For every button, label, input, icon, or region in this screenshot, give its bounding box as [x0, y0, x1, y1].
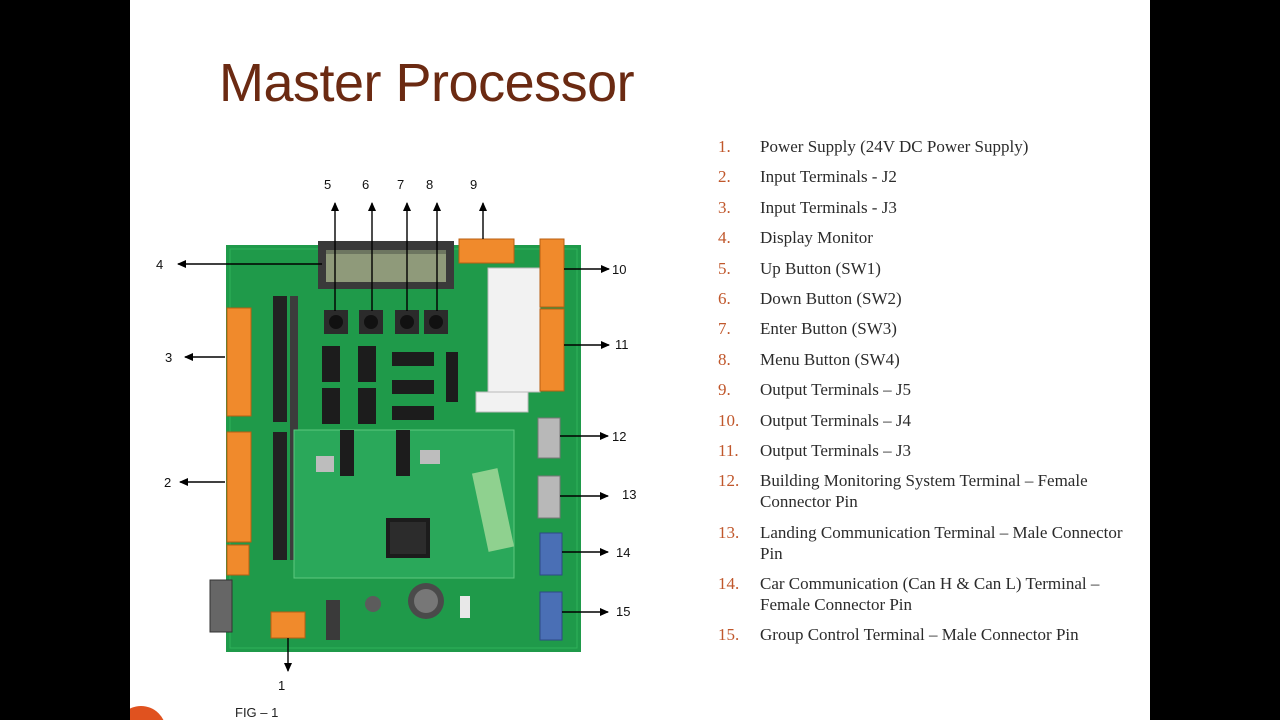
list-item: 7. Enter Button (SW3) — [718, 318, 1128, 339]
callout-label-3: 3 — [165, 350, 172, 365]
list-item: 9. Output Terminals – J5 — [718, 379, 1128, 400]
list-item: 3. Input Terminals - J3 — [718, 197, 1128, 218]
list-item-number: 11. — [718, 440, 739, 460]
input-terminals — [226, 307, 252, 576]
list-item: 6. Down Button (SW2) — [718, 288, 1128, 309]
list-item-number: 12. — [718, 471, 740, 491]
list-item-text: Input Terminals - J3 — [760, 197, 897, 217]
list-item: 2. Input Terminals - J2 — [718, 166, 1128, 187]
master-processor-diagram: 1 2 3 4 5 6 7 8 9 10 11 12 13 14 15 — [156, 177, 636, 693]
relays — [475, 267, 541, 413]
list-item: 8. Menu Button (SW4) — [718, 349, 1128, 370]
callout-labels: 1 2 3 4 5 6 7 8 9 10 11 12 13 14 15 — [156, 177, 636, 693]
callout-label-15: 15 — [616, 604, 630, 619]
list-item-number: 6. — [718, 288, 731, 308]
list-item-text: Input Terminals - J2 — [760, 167, 897, 187]
push-buttons — [324, 310, 448, 334]
bottom-components — [270, 583, 470, 640]
callout-label-8: 8 — [426, 177, 433, 192]
list-item: 15. Group Control Terminal – Male Connect… — [718, 624, 1128, 645]
callout-label-1: 1 — [278, 678, 285, 693]
output-terminals — [539, 238, 565, 392]
daughter-board — [293, 429, 515, 579]
db9-connectors — [209, 417, 563, 641]
list-item: 1. Power Supply (24V DC Power Supply) — [718, 136, 1128, 157]
callout-label-14: 14 — [616, 545, 630, 560]
list-item-number: 1. — [718, 137, 731, 156]
callout-label-5: 5 — [324, 177, 331, 192]
callout-label-7: 7 — [397, 177, 404, 192]
list-item-text: Menu Button (SW4) — [760, 349, 900, 369]
list-item: 14. Car Communication (Can H & Can L) Ter… — [718, 573, 1128, 615]
output-terminal-j5 — [458, 238, 515, 264]
pcb-board — [209, 238, 581, 652]
list-item-number: 9. — [718, 380, 731, 400]
callout-label-9: 9 — [470, 177, 477, 192]
list-item-text: Building Monitoring System Terminal – Fe… — [760, 471, 1088, 512]
callout-arrows — [177, 202, 610, 672]
list-item-text: Output Terminals – J4 — [760, 410, 912, 430]
callout-label-2: 2 — [164, 475, 171, 490]
callout-label-11: 11 — [615, 337, 629, 352]
list-item-text: Enter Button (SW3) — [760, 319, 897, 339]
list-item-number: 14. — [718, 574, 740, 594]
list-item: 4. Display Monitor — [718, 227, 1128, 248]
callout-label-13: 13 — [622, 487, 636, 502]
list-item: 10. Output Terminals – J4 — [718, 410, 1128, 431]
list-item: 13. Landing Communication Terminal – Male… — [718, 522, 1128, 564]
component-legend-list: 1. Power Supply (24V DC Power Supply) 2. I… — [718, 136, 1128, 655]
list-item-text: Up Button (SW1) — [760, 258, 881, 278]
list-item-text: Landing Communication Terminal – Male Co… — [760, 522, 1123, 563]
list-item-number: 4. — [718, 228, 731, 248]
list-item: 5. Up Button (SW1) — [718, 258, 1128, 279]
figure-caption: FIG – 1 — [235, 705, 279, 720]
list-item-number: 10. — [718, 410, 740, 430]
list-item-number: 2. — [718, 167, 731, 187]
list-item-number: 8. — [718, 349, 731, 369]
slide-title: Master Processor — [219, 53, 635, 113]
slide: Master Processor — [130, 0, 1150, 720]
list-item-text: Display Monitor — [760, 228, 873, 248]
callout-label-12: 12 — [612, 429, 626, 444]
list-item-text: Down Button (SW2) — [760, 288, 902, 308]
ic-chips — [322, 346, 458, 424]
list-item: 12. Building Monitoring System Terminal –… — [718, 470, 1128, 512]
list-item: 11. Output Terminals – J3 — [718, 440, 1128, 461]
component-strips — [273, 296, 298, 560]
callout-label-4: 4 — [156, 257, 163, 272]
list-item-number: 15. — [718, 625, 740, 645]
list-item-number: 13. — [718, 522, 740, 542]
list-item-text: Car Communication (Can H & Can L) Termin… — [760, 574, 1100, 615]
callout-label-10: 10 — [612, 262, 626, 277]
list-item-text: Output Terminals – J3 — [760, 440, 912, 460]
list-item-text: Group Control Terminal – Male Connector … — [760, 625, 1079, 645]
callout-label-6: 6 — [362, 177, 369, 192]
list-item-number: 5. — [718, 258, 731, 278]
list-item-number: 3. — [718, 197, 731, 217]
list-item-text: Output Terminals – J5 — [760, 380, 912, 400]
list-item-text: Power Supply (24V DC Power Supply) — [760, 137, 1029, 156]
display-monitor — [318, 241, 454, 289]
list-item-number: 7. — [718, 319, 731, 339]
